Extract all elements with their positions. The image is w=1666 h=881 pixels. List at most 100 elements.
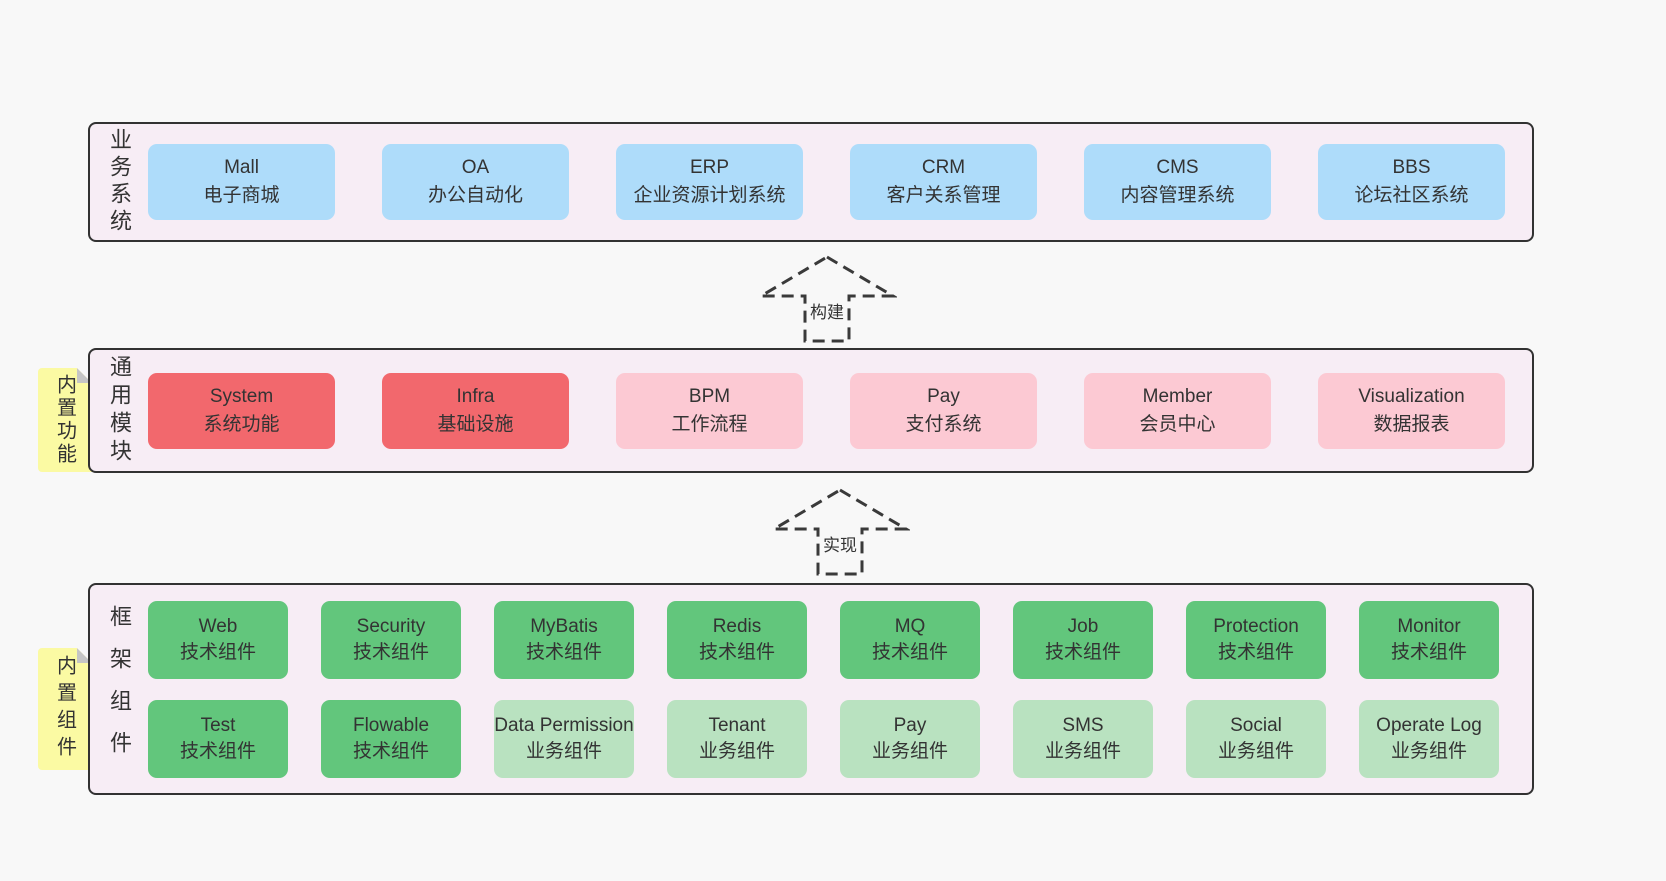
box-title: Infra bbox=[456, 385, 495, 407]
box-security: Security 技术组件 bbox=[321, 600, 461, 679]
components-row-1: Web 技术组件 Security 技术组件 MyBatis 技术组件 Redi… bbox=[148, 600, 1501, 679]
sticky-note-built-in-features: 内置功能 bbox=[38, 368, 92, 472]
sticky-label: 内置功能 bbox=[53, 374, 76, 466]
box-subtitle: 技术组件 bbox=[1217, 641, 1294, 663]
box-title: ERP bbox=[689, 157, 730, 179]
components-row-2: Test 技术组件 Flowable 技术组件 Data Permission … bbox=[148, 699, 1501, 778]
box-title: Security bbox=[356, 615, 426, 637]
box-operate-log: Operate Log 业务组件 bbox=[1359, 699, 1499, 778]
box-subtitle: 论坛社区系统 bbox=[1354, 185, 1469, 206]
arrow-implement-up: 实现 bbox=[770, 487, 910, 577]
business-boxes-row: Mall 电子商城 OA 办公自动化 ERP 企业资源计划系统 CRM 客户关系… bbox=[148, 124, 1536, 240]
box-title: System bbox=[209, 385, 274, 407]
sticky-label: 内置组件 bbox=[53, 655, 76, 763]
box-title: Test bbox=[200, 714, 236, 736]
layer-label-common-modules: 通用模块 bbox=[107, 354, 132, 467]
dashed-up-arrow-icon bbox=[757, 255, 897, 343]
box-subtitle: 业务组件 bbox=[525, 740, 602, 762]
box-infra: Infra 基础设施 bbox=[382, 372, 569, 449]
box-title: Social bbox=[1230, 714, 1282, 736]
box-title: Operate Log bbox=[1376, 714, 1482, 736]
box-title: BPM bbox=[688, 385, 731, 407]
box-bpm: BPM 工作流程 bbox=[616, 372, 803, 449]
box-subtitle: 业务组件 bbox=[871, 740, 948, 762]
box-subtitle: 客户关系管理 bbox=[886, 185, 1001, 206]
box-social: Social 业务组件 bbox=[1186, 699, 1326, 778]
box-oa: OA 办公自动化 bbox=[382, 144, 569, 220]
box-title: CRM bbox=[921, 157, 966, 179]
box-mall: Mall 电子商城 bbox=[148, 144, 335, 220]
box-title: Web bbox=[198, 615, 238, 637]
box-subtitle: 技术组件 bbox=[179, 641, 256, 663]
box-title: MQ bbox=[894, 615, 926, 637]
box-subtitle: 技术组件 bbox=[1044, 641, 1121, 663]
box-redis: Redis 技术组件 bbox=[667, 600, 807, 679]
arrow-build-up: 构建 bbox=[757, 254, 897, 344]
box-title: Pay bbox=[893, 714, 927, 736]
box-job: Job 技术组件 bbox=[1013, 600, 1153, 679]
arrow-implement-label: 实现 bbox=[820, 531, 860, 556]
box-title: Redis bbox=[712, 615, 762, 637]
box-subtitle: 会员中心 bbox=[1139, 413, 1216, 435]
box-title: Monitor bbox=[1397, 615, 1461, 637]
box-subtitle: 业务组件 bbox=[1044, 740, 1121, 762]
box-subtitle: 技术组件 bbox=[1390, 641, 1467, 663]
box-mq: MQ 技术组件 bbox=[840, 600, 980, 679]
box-subtitle: 电子商城 bbox=[203, 185, 280, 206]
box-web: Web 技术组件 bbox=[148, 600, 288, 679]
box-subtitle: 数据报表 bbox=[1373, 413, 1450, 435]
box-subtitle: 系统功能 bbox=[203, 413, 280, 435]
box-test: Test 技术组件 bbox=[148, 699, 288, 778]
box-subtitle: 业务组件 bbox=[1390, 740, 1467, 762]
box-crm: CRM 客户关系管理 bbox=[850, 144, 1037, 220]
components-grid: Web 技术组件 Security 技术组件 MyBatis 技术组件 Redi… bbox=[148, 585, 1532, 793]
box-subtitle: 业务组件 bbox=[1217, 740, 1294, 762]
box-title: BBS bbox=[1392, 157, 1431, 179]
box-pay-component: Pay 业务组件 bbox=[840, 699, 980, 778]
layer-common-modules: 通用模块 System 系统功能 Infra 基础设施 BPM 工作流程 Pay… bbox=[88, 348, 1534, 473]
box-subtitle: 支付系统 bbox=[905, 413, 982, 435]
box-title: Mall bbox=[224, 157, 259, 179]
box-pay-system: Pay 支付系统 bbox=[850, 372, 1037, 449]
box-title: CMS bbox=[1156, 157, 1199, 179]
box-title: Job bbox=[1067, 615, 1099, 637]
box-tenant: Tenant 业务组件 bbox=[667, 699, 807, 778]
box-title: Data Permission bbox=[494, 714, 634, 736]
box-protection: Protection 技术组件 bbox=[1186, 600, 1326, 679]
layer-label-framework-components: 框架组件 bbox=[107, 605, 132, 773]
box-sms: SMS 业务组件 bbox=[1013, 699, 1153, 778]
box-subtitle: 内容管理系统 bbox=[1120, 185, 1235, 206]
box-data-permission: Data Permission 业务组件 bbox=[494, 699, 634, 778]
box-subtitle: 技术组件 bbox=[179, 740, 256, 762]
box-cms: CMS 内容管理系统 bbox=[1084, 144, 1271, 220]
box-subtitle: 工作流程 bbox=[671, 413, 748, 435]
box-flowable: Flowable 技术组件 bbox=[321, 699, 461, 778]
box-title: Protection bbox=[1213, 615, 1299, 637]
box-title: OA bbox=[461, 157, 490, 179]
box-title: Member bbox=[1142, 385, 1213, 407]
box-subtitle: 业务组件 bbox=[698, 740, 775, 762]
arrow-build-label: 构建 bbox=[807, 298, 847, 323]
box-member: Member 会员中心 bbox=[1084, 372, 1271, 449]
box-mybatis: MyBatis 技术组件 bbox=[494, 600, 634, 679]
modules-boxes-row: System 系统功能 Infra 基础设施 BPM 工作流程 Pay 支付系统… bbox=[148, 350, 1536, 471]
box-title: Pay bbox=[927, 385, 960, 407]
box-erp: ERP 企业资源计划系统 bbox=[616, 144, 803, 220]
box-subtitle: 基础设施 bbox=[437, 413, 514, 435]
box-visualization: Visualization 数据报表 bbox=[1318, 372, 1505, 449]
box-subtitle: 技术组件 bbox=[698, 641, 775, 663]
box-system: System 系统功能 bbox=[148, 372, 335, 449]
box-subtitle: 技术组件 bbox=[525, 641, 602, 663]
box-subtitle: 技术组件 bbox=[871, 641, 948, 663]
sticky-note-built-in-components: 内置组件 bbox=[38, 648, 92, 770]
box-subtitle: 企业资源计划系统 bbox=[633, 185, 786, 206]
box-subtitle: 办公自动化 bbox=[427, 185, 523, 206]
box-title: MyBatis bbox=[530, 615, 598, 637]
layer-label-business-systems: 业务系统 bbox=[107, 128, 132, 236]
box-subtitle: 技术组件 bbox=[352, 641, 429, 663]
box-title: Flowable bbox=[352, 714, 430, 736]
layer-framework-components: 框架组件 Web 技术组件 Security 技术组件 MyBatis 技术组件… bbox=[88, 583, 1534, 795]
box-monitor: Monitor 技术组件 bbox=[1359, 600, 1499, 679]
box-title: Tenant bbox=[708, 714, 766, 736]
box-title: SMS bbox=[1062, 714, 1104, 736]
